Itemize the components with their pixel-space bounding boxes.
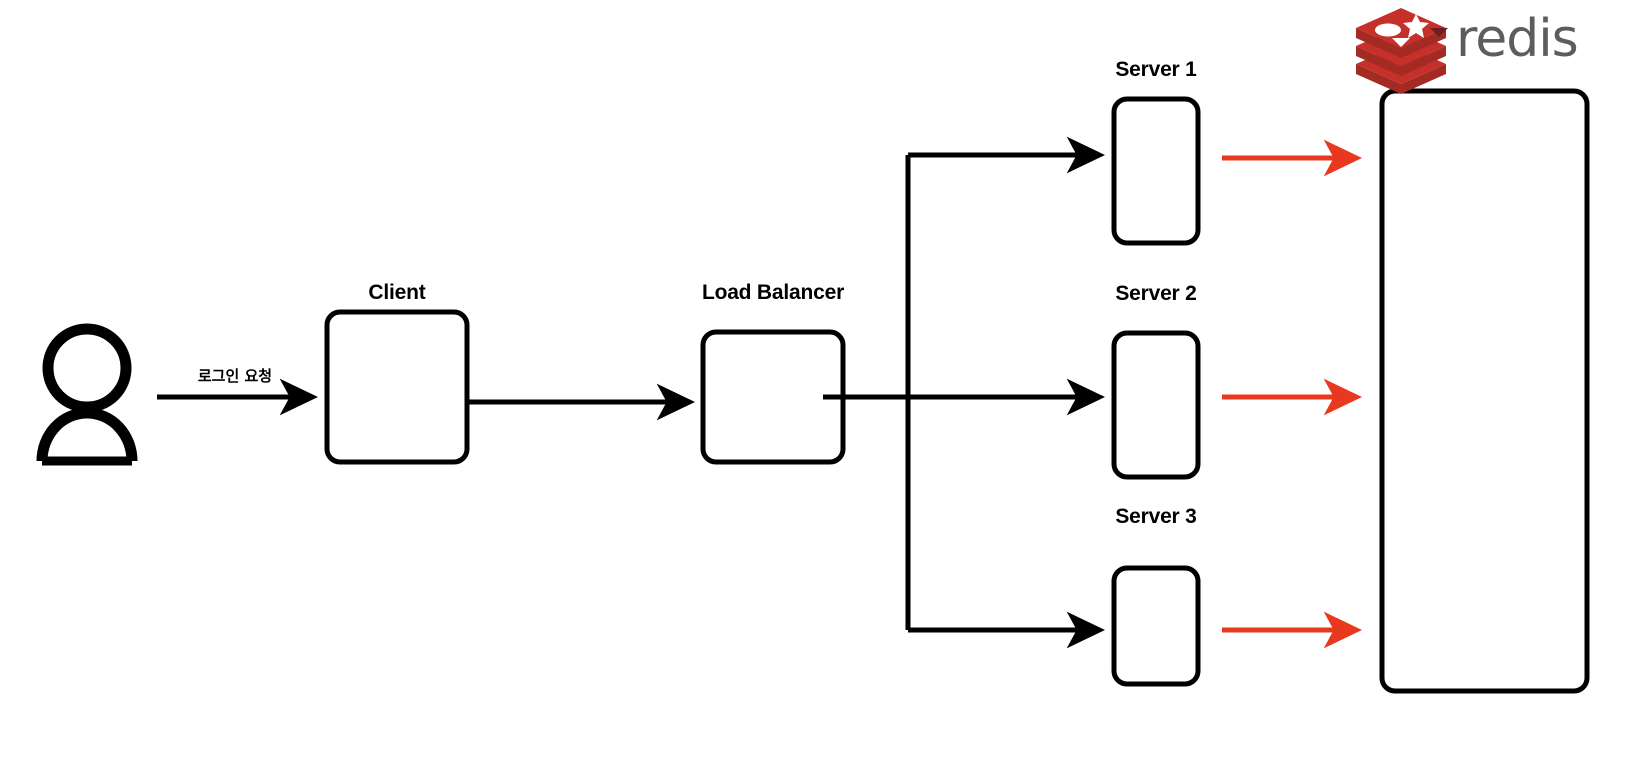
client-box[interactable] (324, 309, 470, 465)
load-balancer-branch-connector (823, 136, 1105, 649)
server-3-label: Server 3 (1115, 505, 1197, 528)
server-3-box[interactable] (1111, 565, 1201, 687)
person-icon (36, 323, 138, 466)
server-1-box[interactable] (1111, 96, 1201, 246)
edge-label-login-request: 로그인 요청 (197, 367, 273, 385)
server-2-box[interactable] (1111, 330, 1201, 480)
load-balancer-box[interactable] (700, 329, 846, 465)
redis-wordmark: redis (1456, 9, 1579, 69)
load-balancer-label: Load Balancer (701, 281, 845, 304)
server-2-label: Server 2 (1115, 282, 1197, 305)
redis-store-box[interactable] (1379, 88, 1590, 694)
client-label: Client (368, 281, 426, 304)
server-1-label: Server 1 (1115, 58, 1197, 81)
redis-cube-icon (1356, 8, 1448, 94)
